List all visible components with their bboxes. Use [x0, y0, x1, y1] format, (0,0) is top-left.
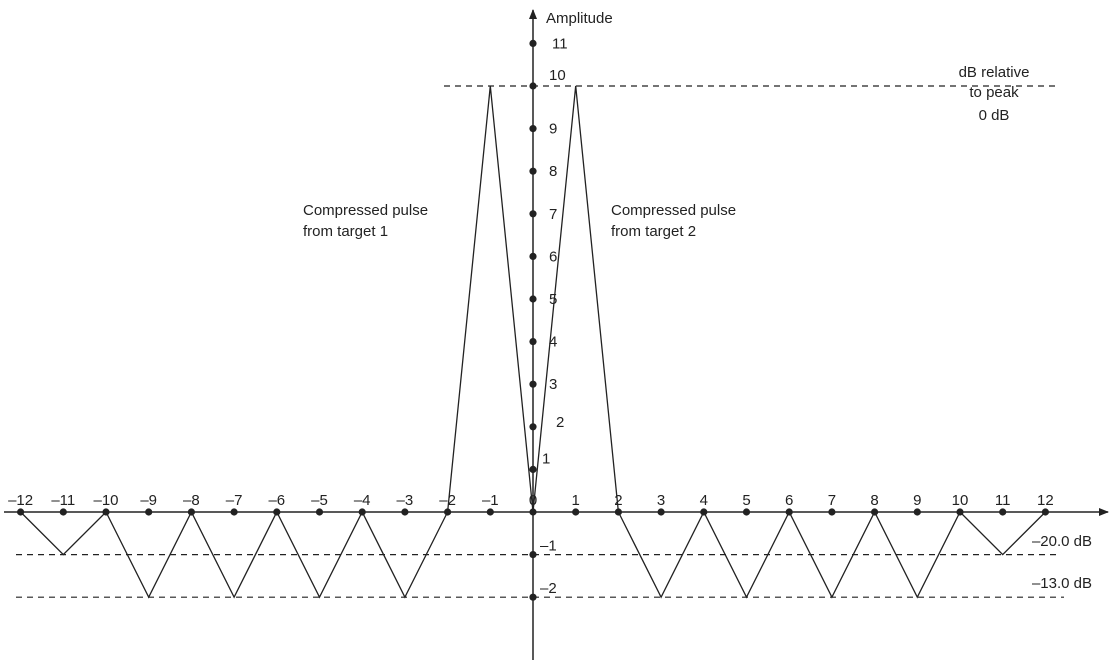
y-tick-label: 6 [549, 248, 557, 265]
y-tick-label: –2 [540, 580, 557, 597]
x-tick-label: 8 [870, 492, 878, 509]
y-tick-point [529, 380, 537, 388]
x-tick-point [657, 508, 665, 516]
x-tick-label: 10 [952, 492, 969, 509]
x-tick-label: 12 [1037, 492, 1054, 509]
x-tick-point [871, 508, 879, 516]
y-tick-point [529, 593, 537, 601]
x-tick-point [102, 508, 110, 516]
x-tick-label: –6 [268, 492, 285, 509]
reference-line-label: 0 dB [979, 107, 1010, 124]
x-tick-point [1041, 508, 1049, 516]
x-tick-point [529, 508, 537, 516]
x-tick-point [913, 508, 921, 516]
y-tick-label: 8 [549, 163, 557, 180]
x-tick-label: –1 [482, 492, 499, 509]
x-tick-point [486, 508, 494, 516]
x-tick-label: –3 [397, 492, 414, 509]
y-tick-point [529, 167, 537, 175]
x-tick-label: –12 [8, 492, 33, 509]
x-tick-label: 4 [700, 492, 708, 509]
x-tick-point [315, 508, 324, 516]
y-tick-point [529, 465, 537, 473]
x-tick-label: –9 [140, 492, 157, 509]
series-line-target-2 [532, 85, 1046, 599]
x-tick-label: –8 [183, 492, 200, 509]
series-annotation-target-2: from target 2 [611, 223, 696, 240]
y-tick-label: 9 [549, 121, 557, 138]
db-title-line-1: dB relative [959, 64, 1030, 81]
x-tick-label: 6 [785, 492, 793, 509]
x-tick-label: 2 [614, 492, 622, 509]
y-tick-label: 1 [542, 450, 550, 467]
x-tick-point [785, 508, 793, 516]
x-tick-point [614, 508, 623, 516]
x-tick-point [572, 508, 580, 516]
y-tick-label: 10 [549, 67, 566, 84]
y-tick-point [529, 125, 537, 133]
x-tick-point [358, 508, 366, 516]
x-tick-label: 3 [657, 492, 665, 509]
x-tick-point [401, 508, 409, 516]
x-tick-label: 11 [995, 492, 1011, 509]
x-tick-point [187, 508, 195, 516]
db-title-line-2: to peak [969, 84, 1019, 101]
y-tick-label: 4 [549, 334, 557, 351]
y-tick-point [529, 295, 537, 303]
y-tick-label: 7 [549, 206, 557, 223]
x-tick-label: –7 [226, 492, 243, 509]
x-tick-point [999, 508, 1007, 516]
series-annotation-target-1: Compressed pulse [303, 202, 428, 219]
x-tick-label: –2 [439, 492, 456, 509]
x-tick-point [273, 508, 281, 516]
y-tick-point [529, 210, 537, 218]
x-tick-label: –5 [311, 492, 328, 509]
y-tick-point [529, 338, 537, 346]
series-annotation-target-1: from target 1 [303, 223, 388, 240]
y-tick-point [529, 39, 537, 48]
x-tick-point [444, 508, 452, 516]
y-tick-label: 2 [556, 414, 564, 431]
x-tick-point [145, 508, 153, 516]
y-tick-label: 11 [552, 35, 568, 52]
x-tick-label: 1 [572, 492, 580, 509]
x-tick-point [742, 508, 751, 516]
x-tick-point [230, 508, 238, 516]
y-tick-point [529, 252, 537, 260]
reference-line-label: –20.0 dB [1032, 533, 1092, 550]
y-tick-label: 5 [549, 291, 557, 308]
y-axis-title: Amplitude [546, 10, 613, 27]
x-tick-label: 9 [913, 492, 921, 509]
y-tick-label: –1 [540, 538, 557, 555]
y-tick-point [529, 82, 537, 90]
x-tick-point [956, 508, 964, 516]
x-tick-label: –10 [93, 492, 118, 509]
y-tick-point [529, 423, 537, 431]
series-line-target-1 [20, 85, 534, 599]
series-annotation-target-2: Compressed pulse [611, 202, 736, 219]
x-tick-label: –4 [354, 492, 371, 509]
y-tick-label: 3 [549, 376, 557, 393]
x-tick-point [828, 508, 836, 516]
x-tick-label: 7 [828, 492, 836, 509]
x-tick-label: 0 [529, 492, 537, 509]
x-tick-point [17, 508, 25, 516]
x-tick-point [59, 508, 67, 516]
reference-line-label: –13.0 dB [1032, 575, 1092, 592]
x-tick-label: 5 [742, 492, 750, 509]
x-tick-label: –11 [51, 492, 75, 509]
y-tick-point [529, 551, 537, 559]
x-tick-point [700, 508, 708, 516]
